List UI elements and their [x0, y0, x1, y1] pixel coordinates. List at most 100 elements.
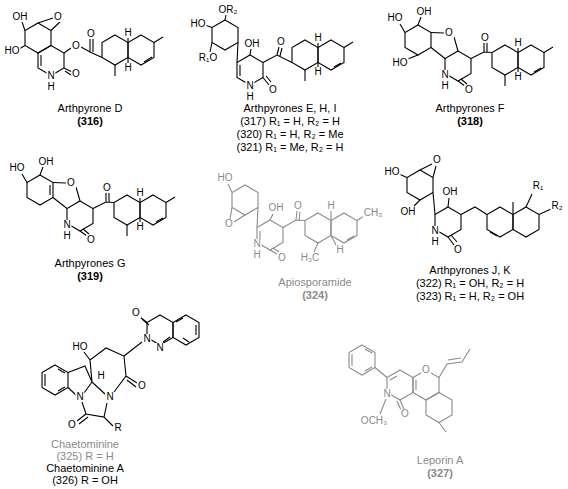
atom-label: H	[245, 92, 254, 102]
atom-label: H	[513, 38, 522, 48]
atom-label: H	[252, 250, 261, 260]
atom-label: R₁	[532, 181, 545, 191]
compound-name: (325) R = H	[55, 451, 114, 462]
ring	[331, 213, 357, 243]
bond-lines	[45, 317, 196, 426]
atom-label: O	[86, 235, 96, 245]
ring	[407, 170, 433, 200]
atom-label: H	[123, 28, 132, 38]
atom-label: O	[86, 29, 96, 39]
compound-number: (324)	[301, 290, 329, 301]
atom-label: O	[421, 365, 431, 375]
compound-number: (318)	[456, 116, 484, 127]
atom-label: HO	[4, 46, 21, 56]
compound-name: (321) R₁ = Me, R₂ = H	[235, 142, 344, 153]
compound-name: Chaetominine A	[45, 463, 125, 474]
structure-bonds	[19, 15, 553, 426]
compound-name: Arthpyrones F	[434, 103, 505, 114]
atom-label: O	[137, 381, 147, 391]
ring	[102, 35, 128, 65]
bond-lines	[352, 349, 470, 432]
atom-label: N	[245, 81, 254, 91]
compound-name: Chaetominine	[50, 439, 120, 450]
atom-label: CH₃	[363, 208, 384, 218]
atom-label: H	[46, 82, 55, 92]
atom-label: OH	[12, 12, 29, 22]
atom-label: O	[480, 33, 490, 43]
atom-label: OH	[442, 187, 459, 197]
atom-label: O	[71, 69, 81, 79]
ring	[25, 23, 51, 53]
ring	[212, 20, 238, 50]
atom-label: O	[276, 37, 286, 47]
atom-label: OH	[400, 207, 417, 217]
compound-name: (322) R₁ = OH, R₂ = H	[415, 278, 525, 289]
compound-name: (326) R = OH	[51, 475, 119, 486]
atom-label: O	[464, 85, 474, 95]
atom-label: N	[440, 70, 449, 80]
atom-label: HO	[190, 19, 207, 29]
ring	[492, 45, 518, 75]
atom-label: R₁O	[198, 53, 218, 63]
ring	[232, 185, 258, 215]
compound-name: (320) R₁ = H, R₂ = Me	[235, 129, 344, 140]
ring	[349, 345, 375, 375]
atom-label: H	[326, 201, 335, 211]
atom-label: H	[135, 222, 144, 232]
atom-label: R	[113, 423, 122, 433]
atom-label: N	[142, 334, 151, 344]
atom-label: O	[71, 41, 81, 51]
atom-label: HO	[9, 163, 26, 173]
atom-label: N	[46, 71, 55, 81]
atom-label: O	[444, 28, 454, 38]
atom-label: N	[105, 392, 114, 402]
atom-label: H	[513, 72, 522, 82]
atom-label: HO	[387, 13, 404, 23]
atom-label: O	[453, 245, 463, 255]
atom-label: H	[335, 245, 344, 255]
atom-label: N	[155, 343, 164, 353]
compound-name: Leporin A	[416, 455, 464, 466]
atom-label: HO	[72, 342, 89, 352]
compound-name: Arthpyrones E, H, I	[243, 103, 338, 114]
ring	[513, 207, 539, 237]
atom-label: H	[96, 371, 105, 381]
atom-label: N	[75, 392, 84, 402]
ring	[140, 195, 166, 225]
atom-label: O	[293, 201, 303, 211]
atom-label: H	[430, 237, 439, 247]
atom-label: O	[102, 183, 112, 193]
atom-label: O	[224, 219, 234, 229]
atom-label: H	[135, 188, 144, 198]
compound-name: Arthpyrone D	[57, 103, 124, 114]
atom-label: HO	[217, 173, 234, 183]
ring	[292, 40, 318, 70]
bond-lines	[400, 17, 553, 86]
atom-label: H	[313, 33, 322, 43]
atom-label: OCH₃	[360, 416, 388, 426]
ring	[426, 393, 452, 423]
bond-lines	[228, 184, 364, 254]
atom-label: H	[62, 231, 71, 241]
ring	[318, 40, 344, 70]
atom-label: O	[53, 12, 63, 22]
atom-label: H	[313, 67, 322, 77]
atom-label: H	[440, 81, 449, 91]
atom-label: O	[432, 155, 442, 165]
compound-number: (327)	[426, 468, 454, 479]
ring	[42, 365, 68, 395]
atom-label: O	[400, 409, 410, 419]
atom-label: H₃C	[300, 253, 321, 263]
compound-number: (319)	[76, 271, 104, 282]
atom-label: O	[67, 420, 77, 430]
compound-name: Apiosporamide	[277, 277, 352, 288]
atom-label: O	[268, 85, 278, 95]
ring	[405, 25, 431, 55]
atom-label: N	[382, 389, 391, 399]
compound-name: (317) R₁ = H, R₂ = H	[239, 116, 341, 127]
atom-label: OH	[38, 157, 55, 167]
atom-label: N	[430, 226, 439, 236]
atom-label: OH	[268, 203, 285, 213]
